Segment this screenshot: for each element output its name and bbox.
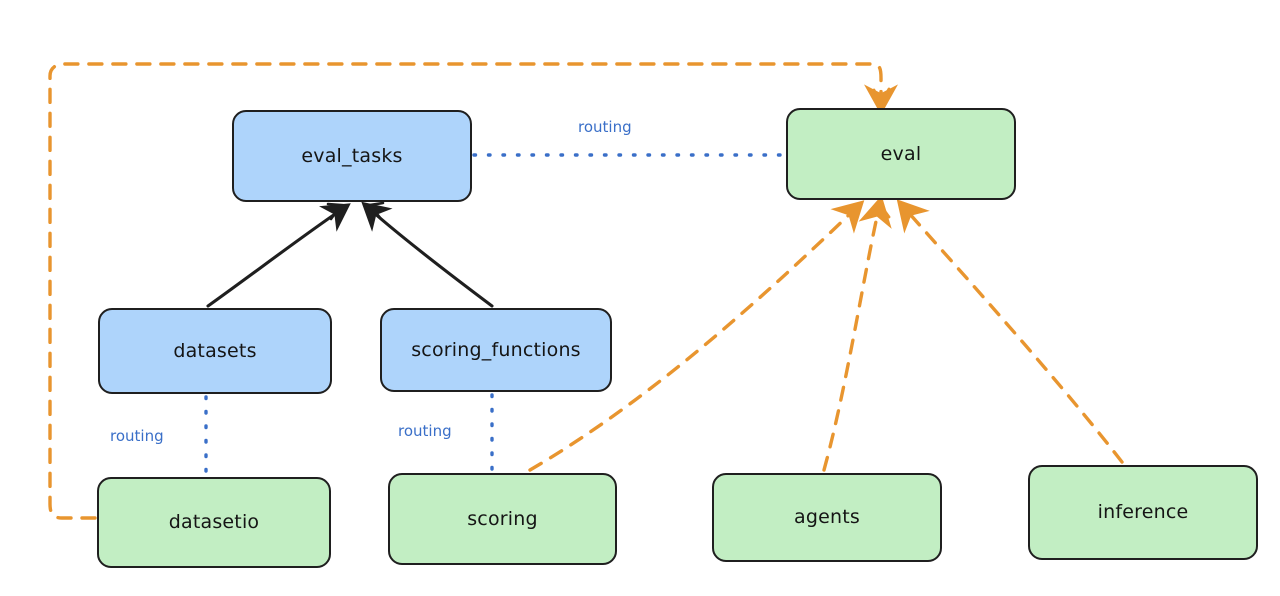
node-label: eval_tasks [301, 144, 403, 167]
edge-label-routing-datasetio: routing [110, 427, 164, 445]
node-label: datasetio [168, 511, 260, 533]
node-inference[interactable]: inference [1028, 465, 1258, 560]
node-label: scoring_functions [411, 338, 581, 361]
node-label: agents [794, 506, 860, 528]
node-datasetio[interactable]: datasetio [97, 477, 331, 568]
node-eval-tasks[interactable]: eval_tasks [232, 110, 472, 202]
edge-datasetio-to-eval [48, 62, 898, 520]
edge-label-routing-eval: routing [578, 118, 632, 136]
edge-scoring-functions-to-eval-tasks [361, 201, 494, 308]
edge-datasets-to-eval-tasks [206, 202, 351, 308]
node-eval[interactable]: eval [786, 108, 1016, 200]
node-label: scoring [467, 507, 538, 530]
edge-label-routing-scoring: routing [398, 422, 452, 440]
node-scoring-functions[interactable]: scoring_functions [380, 308, 612, 392]
node-datasets[interactable]: datasets [98, 308, 332, 394]
node-label: datasets [173, 339, 257, 362]
node-agents[interactable]: agents [712, 473, 942, 562]
node-label: eval [880, 142, 922, 165]
edge-scoring-to-eval [528, 200, 865, 472]
edge-agents-to-eval [822, 195, 892, 472]
edge-inference-to-eval [896, 199, 1124, 464]
node-label: inference [1097, 501, 1189, 523]
node-scoring[interactable]: scoring [388, 473, 617, 565]
